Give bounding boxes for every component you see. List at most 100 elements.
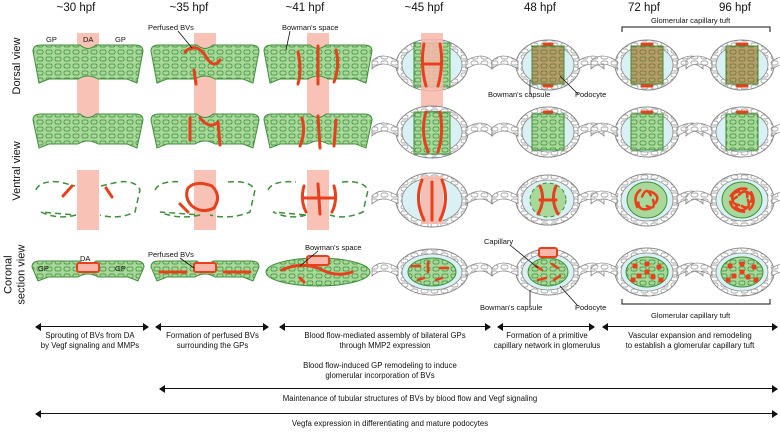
vessel-ventral-col4 xyxy=(421,110,444,154)
vessel-tuft-ventral-col6 xyxy=(634,188,659,211)
label-bowmans-space-top: Bowman's space xyxy=(282,23,339,32)
vessel-network-col3 xyxy=(300,182,338,216)
gp-dorsal-col6 xyxy=(630,45,664,85)
gp-ventral-col6 xyxy=(630,113,664,151)
capsule-coronal-col6-tubule-left xyxy=(590,262,618,277)
capillary-coronal-col6-7 xyxy=(644,269,650,275)
phase-arrow-3 xyxy=(279,323,491,331)
gp-coronal-col4 xyxy=(407,257,457,287)
gp-dorsal-col5 xyxy=(531,45,565,85)
da-band-col4 xyxy=(421,33,443,121)
capillary-coronal-col7-5 xyxy=(725,277,731,283)
phase-arrow-5 xyxy=(602,323,778,331)
vessel-dorsal-col3 xyxy=(296,44,340,86)
capsule-coronal-col7-tubule-left xyxy=(685,262,713,277)
leader-bowmans-space-top xyxy=(285,30,291,51)
label-glomerular-tuft-bottom: Glomerular capillary tuft xyxy=(651,311,731,320)
bracket-tuft-bottom xyxy=(621,299,771,305)
da-coronal-col1 xyxy=(76,262,100,273)
stage-header-45hpf: ~45 hpf xyxy=(404,2,444,14)
vessel-dorsal-col4 xyxy=(420,42,444,88)
gp-dorsal-col7 xyxy=(725,45,759,85)
stage-header-30hpf: ~30 hpf xyxy=(56,2,96,14)
gp-ventral-col2 xyxy=(150,113,260,149)
capsule-dorsal-col7-tubule-left xyxy=(685,55,713,70)
gp-ventral-col1 xyxy=(32,113,144,149)
capillary-coronal-col7-3 xyxy=(731,273,737,279)
process-1-line1: Blood flow-induced GP remodeling to indu… xyxy=(303,361,457,370)
label-bowmans-capsule-top: Bowman's capsule xyxy=(488,90,551,99)
label-gp-coronal-left: GP xyxy=(38,264,49,273)
label-gp-coronal-right: GP xyxy=(115,264,126,273)
label-gp-left: GP xyxy=(46,35,57,44)
process-text-3: Vegfa expression in differentiating and … xyxy=(291,419,489,428)
gp-dorsal-col1 xyxy=(32,44,144,84)
leader-bowmans-space-coronal xyxy=(299,250,319,267)
capsule-dorsal-col6-tubule-left xyxy=(590,55,618,70)
leader-podocyte-top xyxy=(559,75,579,95)
gp-outline-dashed-col2 xyxy=(154,180,256,218)
gp-ventral-col4 xyxy=(413,111,451,155)
label-perfused-bvs-coronal: Perfused BVs xyxy=(148,250,194,259)
da-coronal-col2 xyxy=(193,262,217,273)
row-label-coronal-line2: section view xyxy=(15,244,27,305)
vessel-dorsal-col7 xyxy=(735,42,749,88)
capsule-ventral2-col7-tubule-left xyxy=(685,190,713,205)
leader-perfused-bvs-top xyxy=(177,30,193,49)
phase-arrow-1 xyxy=(35,323,149,331)
capillary-coronal-col6-5 xyxy=(630,277,636,283)
process-1-line2: glomerular incorporation of BVs xyxy=(325,370,435,380)
label-da-coronal: DA xyxy=(80,254,91,263)
phase-arrow-2 xyxy=(155,323,269,331)
leader-capillary xyxy=(509,244,539,269)
stage-header-41hpf: ~41 hpf xyxy=(285,2,325,14)
gp-ventral2-col7 xyxy=(721,181,763,219)
row-label-coronal: Coronal section view xyxy=(2,230,27,320)
vessel-loop-col2 xyxy=(178,181,219,214)
phase-text-4: Formation of a primitive capillary netwo… xyxy=(490,331,604,350)
capillary-coronal-col7-7 xyxy=(739,269,745,275)
phase-2-line2: surrounding the GPs xyxy=(176,340,249,350)
phase-4-line2: capillary network in glomerulus xyxy=(493,340,601,350)
label-capillary: Capillary xyxy=(484,237,514,246)
capillary-coronal-col6-1 xyxy=(644,261,650,267)
capsule-ventral2-col4-tubule-right xyxy=(465,190,493,205)
phase-text-5: Vascular expansion and remodeling to est… xyxy=(604,331,776,350)
capsule-ventral-col5-tubule-left xyxy=(491,122,519,137)
vessel-ventral2-col5 xyxy=(536,184,560,216)
capillary-coronal-col7-2 xyxy=(751,264,757,270)
gp-outline-dashed-col1 xyxy=(35,180,141,218)
capillary-coronal-col7-4 xyxy=(745,274,751,280)
process-arrow-2 xyxy=(35,410,778,418)
gp-dorsal-col2 xyxy=(150,44,260,84)
label-podocyte-coronal: Podocyte xyxy=(575,303,607,312)
capillary-coronal-col6-6 xyxy=(658,277,664,283)
capsule-coronal-col4-tubule-right xyxy=(465,262,493,277)
label-glomerular-tuft-top: Glomerular capillary tuft xyxy=(651,16,731,25)
capsule-coronal-col4-tubule-left xyxy=(371,262,399,277)
phase-5-line1: Vascular expansion and remodeling xyxy=(628,331,752,340)
vessel-sprout-col1-b xyxy=(104,186,114,199)
da-band-col1-ventral xyxy=(77,170,99,230)
phase-1-line1: Sprouting of BVs from DA xyxy=(45,331,135,340)
process-arrow-1 xyxy=(159,385,778,393)
gp-outline-dashed-col3 xyxy=(267,180,369,218)
vessel-coronal-col5 xyxy=(534,262,562,282)
phase-text-3: Blood flow-mediated assembly of bilatera… xyxy=(285,331,485,350)
capsule-dorsal-col5-tubule-left xyxy=(491,55,519,70)
capsule-coronal-col5-tubule-left xyxy=(491,262,519,277)
vessel-ventral-col3 xyxy=(298,114,338,150)
capsule-ventral2-col7-tubule-right xyxy=(771,191,780,205)
capsule-dorsal-col4-tubule-right xyxy=(465,55,493,70)
capsule-ventral-col7-tubule-right xyxy=(771,123,780,137)
process-text-2: Maintenance of tubular structures of BVs… xyxy=(282,394,538,403)
capsule-ventral2-col4-tubule-left xyxy=(371,190,399,205)
label-gp-right: GP xyxy=(115,35,126,44)
gp-ventral-col7 xyxy=(725,113,759,151)
bracket-tuft-top xyxy=(621,26,771,32)
capillary-coronal-col6-4 xyxy=(650,274,656,280)
stage-header-96hpf: 96 hpf xyxy=(719,2,751,14)
vessel-tuft-ventral-col7 xyxy=(728,187,755,214)
phase-1-line2: by Vegf signaling and MMPs xyxy=(40,340,140,350)
